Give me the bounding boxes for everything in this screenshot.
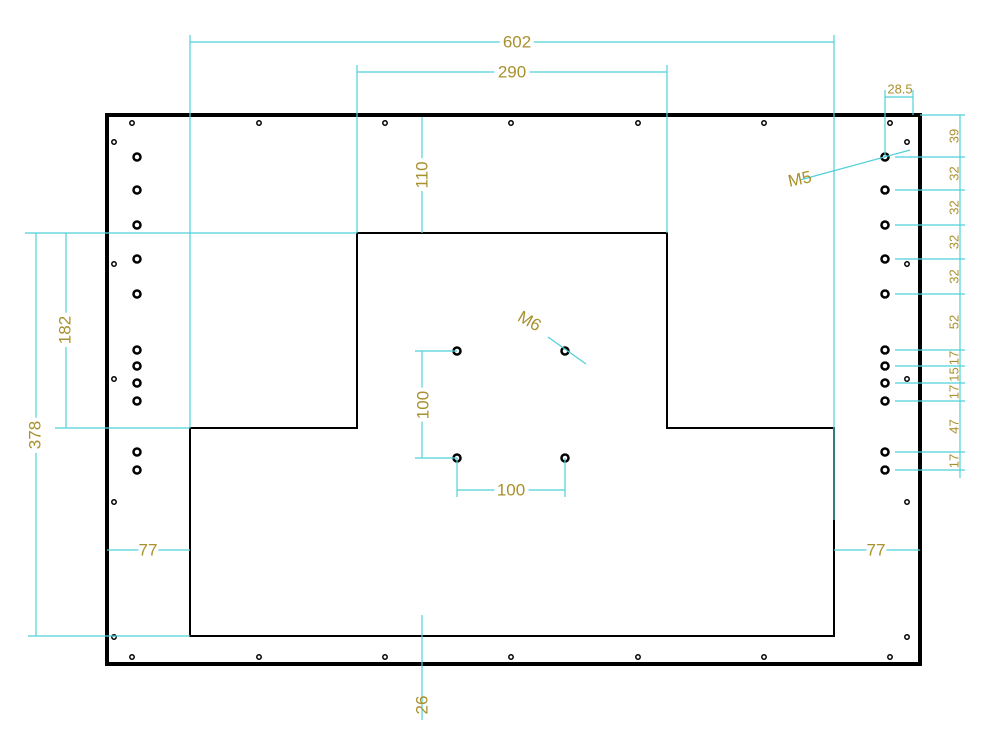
edge-hole [382,654,388,660]
edge-hole [111,261,117,267]
edge-hole [382,120,388,126]
chain-dim-8: 17 [946,385,961,399]
dim-290: 290 [498,62,526,81]
edge-hole [129,120,135,126]
right-chain-dimensions: 39 32 32 32 32 52 17 15 17 47 17 [946,129,961,468]
m5-hole [880,345,890,355]
chain-dim-4: 32 [946,269,961,283]
m5-hole [132,152,142,162]
m5-hole [132,465,142,475]
m5-hole [132,185,142,195]
edge-hole [635,120,641,126]
m5-hole [880,396,890,406]
dim-77-right: 77 [867,540,886,559]
label-m6: M6 [515,307,545,335]
dim-110: 110 [412,161,431,188]
edge-hole [111,634,117,640]
edge-hole [887,654,893,660]
edge-hole [508,654,514,660]
chain-dim-7: 15 [946,367,961,381]
panel-outline [105,113,922,666]
edge-hole [508,120,514,126]
m5-hole [880,378,890,388]
edge-hole [111,499,117,505]
edge-hole [904,499,910,505]
m5-hole [132,345,142,355]
edge-hole [904,634,910,640]
holes [111,120,910,660]
chain-dim-2: 32 [946,200,961,214]
chain-dim-6: 17 [946,351,961,365]
edge-hole [904,139,910,145]
m5-hole [880,185,890,195]
m5-hole [880,289,890,299]
m5-hole [880,361,890,371]
edge-hole [904,376,910,382]
chain-dim-3: 32 [946,235,961,249]
edge-hole [635,654,641,660]
chain-extension-lines [895,156,965,471]
m5-hole [132,289,142,299]
m5-hole [132,396,142,406]
dim-vesa-horizontal: 100 [497,480,525,499]
edge-hole [129,654,135,660]
dim-378: 378 [25,421,44,449]
edge-hole [111,139,117,145]
m5-hole [880,254,890,264]
chain-dim-0: 39 [946,129,961,143]
dim-26: 26 [412,696,431,715]
m5-hole [132,254,142,264]
chain-dim-5: 52 [946,315,961,329]
label-m5: M5 [786,167,813,190]
cutout-outline [189,232,835,637]
chain-dim-1: 32 [946,166,961,180]
dim-vesa-vertical: 100 [413,391,432,419]
dim-602: 602 [503,32,531,51]
edge-hole [761,120,767,126]
m5-hole [880,465,890,475]
edge-hole [904,261,910,267]
dimension-lines [25,35,965,720]
m5-hole [132,378,142,388]
edge-hole [256,120,262,126]
edge-hole [887,120,893,126]
m5-hole [880,447,890,457]
edge-hole [761,654,767,660]
dim-77-left: 77 [139,540,158,559]
m5-hole [132,220,142,230]
chain-dim-9: 47 [946,419,961,433]
m5-hole [880,220,890,230]
m5-hole [132,447,142,457]
m5-hole [132,361,142,371]
edge-hole [256,654,262,660]
chain-dim-10: 17 [946,454,961,468]
dim-182: 182 [55,316,74,344]
dim-28-5: 28.5 [887,81,912,96]
edge-hole [111,376,117,382]
